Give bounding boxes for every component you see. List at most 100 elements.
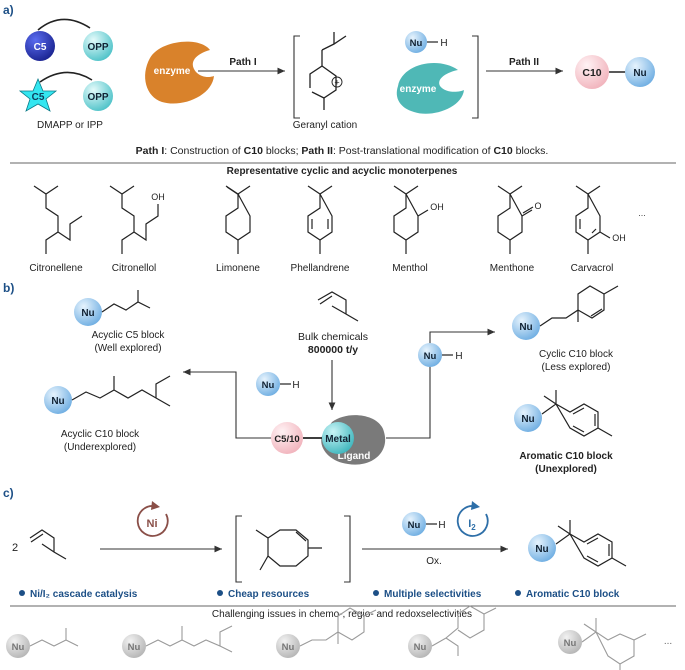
nu-sphere-b2 [44,386,72,414]
bulk-chemicals-label: Bulk chemicals [298,331,368,343]
bullet-text-1: Cheap resources [228,589,310,600]
i2-cycle-arrowhead [471,501,480,510]
gray-nu-label-4: Nu [414,642,427,653]
nu-sphere-c2 [528,534,556,562]
c5-star-label: C5 [32,92,45,103]
compound-name-6: Carvacrol [571,263,614,274]
nu-sphere-b5 [512,312,540,340]
panel-a-caption: Path I: Construction of C10 blocks; Path… [136,145,549,157]
citronellol-structure [109,185,159,254]
nu-label-a: Nu [410,38,423,49]
c5-opp-linker-1 [37,18,91,31]
nu-sphere-a2 [625,57,655,87]
carvacrol-structure [575,185,611,254]
c5-sphere [25,31,55,61]
nu-sphere-a [405,31,427,53]
cation-plus: + [334,78,339,88]
acyclic-c10-note: (Underexplored) [64,442,136,453]
isoprene-structure-c [29,529,67,560]
gray-structure-4-chain [431,605,497,656]
cyclic-c10-note: (Less explored) [542,362,611,373]
dmapp-ipp-label: DMAPP or IPP [37,120,103,131]
bullet-0 [19,590,25,596]
metal-label: Metal [325,434,351,445]
enzyme-orange-icon [145,41,214,104]
aromatic-product-structure [555,520,627,567]
opp-sphere-1 [83,31,113,61]
c5-10-label: C5/10 [274,434,299,445]
nu-sphere-b1 [74,298,102,326]
nu-label-b5: Nu [519,322,532,333]
acyclic-c5-label: Acyclic C5 block [92,330,166,341]
nu-label-b1: Nu [81,308,94,319]
opp-label-2: OPP [87,92,108,103]
gray-structure-1-chain [29,628,79,647]
c5-star-icon [18,77,58,112]
c5-chain-b [101,290,151,313]
limonene-structure [225,185,251,254]
monoterpenes-heading: Representative cyclic and acyclic monote… [227,166,458,177]
h-label-b4: H [455,351,462,362]
ni-cycle-icon [136,505,169,537]
gray-nu-label-3: Nu [282,642,295,653]
cyclic-c10-label: Cyclic C10 block [539,349,614,360]
monoterpenes-ellipsis: ... [638,208,646,218]
ni-cycle-arrowhead [151,501,160,510]
acyclic-c5-note: (Well explored) [94,343,161,354]
gray-nu-3 [276,634,300,658]
cation-charge [331,76,343,88]
nu-label-b4: Nu [424,351,437,362]
gray-nu-label-1: Nu [12,642,25,653]
opp-label-1: OPP [87,42,108,53]
i2-label: I2 [468,518,476,532]
menthol-oh: OH [430,202,444,212]
gray-structure-2-chain [145,625,233,653]
bullet-text-0: Ni/I₂ cascade catalysis [30,589,138,600]
gray-structure-5-chain [581,618,647,670]
metal-sphere [322,422,354,454]
gray-row-ellipsis: ... [664,636,672,647]
panel-c-label: c) [3,486,14,500]
menthone-o: O [534,201,541,211]
gray-nu-4 [408,634,432,658]
bracket-left-c [235,515,242,583]
bullet-text-2: Multiple selectivities [384,589,482,600]
nu-sphere-c1 [402,512,426,536]
nu-label-c2: Nu [535,544,548,555]
h-label-c1: H [438,520,445,531]
nu-label-b2: Nu [51,396,64,407]
c5-label: C5 [34,42,47,53]
c5-10-sphere [271,422,303,454]
c10-chain-b [71,375,171,407]
ni-label: Ni [147,518,158,530]
enzyme-label-1: enzyme [154,66,191,77]
ox-label: Ox. [426,556,442,567]
citronellol-oh: OH [151,192,165,202]
arrow-to-cyclic [386,328,495,439]
c5-opp-linker-2 [39,71,93,83]
path2-label: Path II [509,57,539,68]
c10-label-a: C10 [582,67,601,79]
limonene-structure-c [255,529,322,571]
gray-nu-label-5: Nu [564,638,577,649]
aromatic-c10-structure [541,390,613,437]
nu-label-a2: Nu [633,68,646,79]
nu-sphere-b3 [256,372,280,396]
acyclic-c10-label: Acyclic C10 block [61,429,140,440]
i2-cycle-icon [456,505,489,537]
nu-label-b3: Nu [262,380,275,391]
bullet-1 [217,590,223,596]
enzyme-teal-icon [396,63,464,114]
nu-label-b6: Nu [521,414,534,425]
gray-nu-1 [6,634,30,658]
panel-a-label: a) [3,3,14,17]
phellandrene-structure [307,185,333,254]
h-label-a: H [440,38,447,49]
c10-sphere-a [575,55,609,89]
geranyl-cation-label: Geranyl cation [293,120,357,131]
compound-name-3: Phellandrene [291,263,350,274]
panel-b-label: b) [3,281,14,295]
aromatic-c10-label: Aromatic C10 block [519,451,613,462]
ligand-label: Ligand [338,451,371,462]
